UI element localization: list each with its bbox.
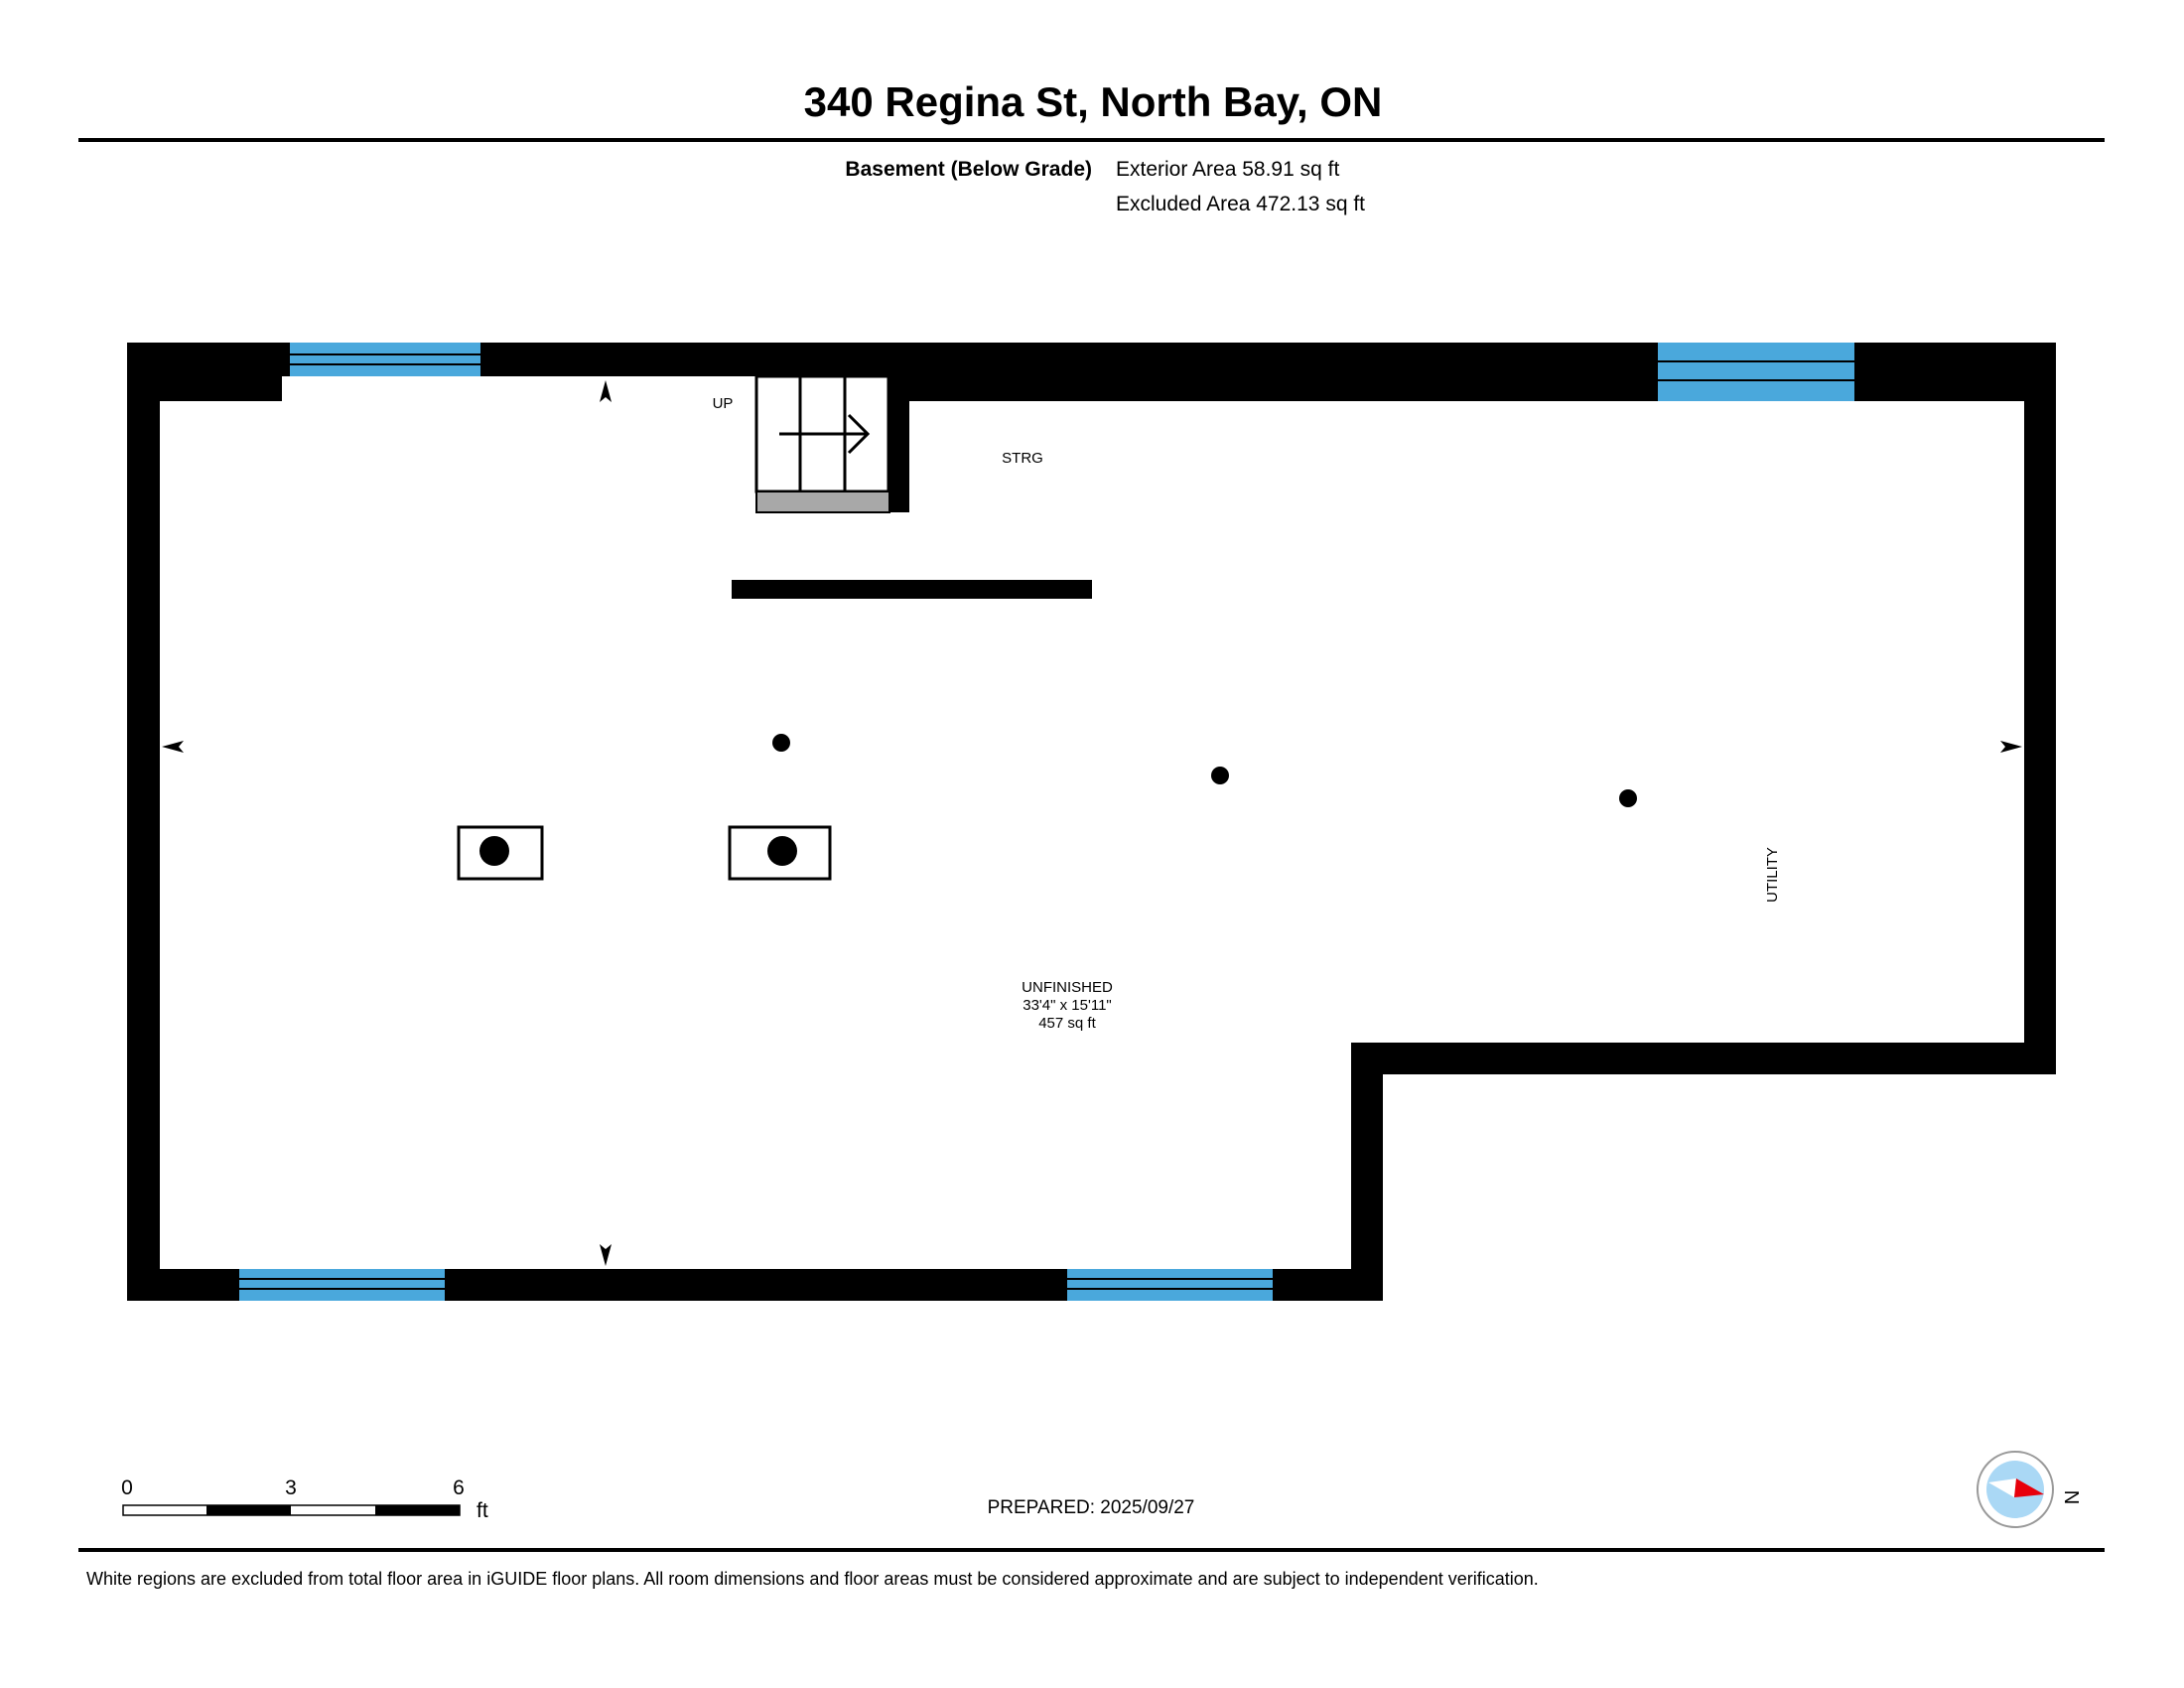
floor-label: Basement (Below Grade) <box>845 158 1092 181</box>
scale-tick-label: 0 <box>121 1477 133 1499</box>
excluded-area: Excluded Area 472.13 sq ft <box>1116 193 1365 215</box>
page-title: 340 Regina St, North Bay, ON <box>804 78 1383 125</box>
walls <box>127 343 2056 1301</box>
window <box>1067 1269 1273 1301</box>
support-post <box>1619 789 1637 807</box>
scale-bar: 0 3 6 ft <box>121 1477 488 1522</box>
arrow-left-icon <box>162 741 184 753</box>
arrow-down-icon <box>600 1244 612 1266</box>
disclaimer: White regions are excluded from total fl… <box>86 1569 1539 1589</box>
support-post <box>1211 767 1229 784</box>
scale-tick-label: 6 <box>453 1477 465 1499</box>
windows <box>239 343 1854 1301</box>
stairs-up-label: UP <box>713 395 734 412</box>
scale-unit: ft <box>477 1499 488 1522</box>
arrow-right-icon <box>2000 741 2022 753</box>
interior-wall <box>732 580 1092 599</box>
window <box>290 343 480 376</box>
floor-drain-fixture <box>728 825 832 881</box>
compass-north-label: N <box>2060 1490 2082 1504</box>
compass-icon: N <box>1977 1451 2082 1528</box>
arrow-up-icon <box>600 380 612 402</box>
staircase <box>754 374 890 513</box>
room-dimensions: 33'4" x 15'11" <box>1023 997 1112 1014</box>
room-label-storage: STRG <box>1002 450 1043 467</box>
support-post <box>772 734 790 752</box>
window <box>239 1269 445 1301</box>
window <box>1658 343 1854 401</box>
footer-divider <box>78 1548 2105 1552</box>
room-label-utility: UTILITY <box>1764 847 1781 903</box>
floor-drain-fixture <box>457 825 544 881</box>
room-area: 457 sq ft <box>1038 1015 1096 1032</box>
scale-tick-label: 3 <box>285 1477 297 1499</box>
room-label-unfinished: UNFINISHED <box>1022 979 1113 996</box>
header-divider <box>78 138 2105 142</box>
prepared-date: PREPARED: 2025/09/27 <box>988 1497 1195 1518</box>
exterior-area: Exterior Area 58.91 sq ft <box>1116 158 1339 181</box>
